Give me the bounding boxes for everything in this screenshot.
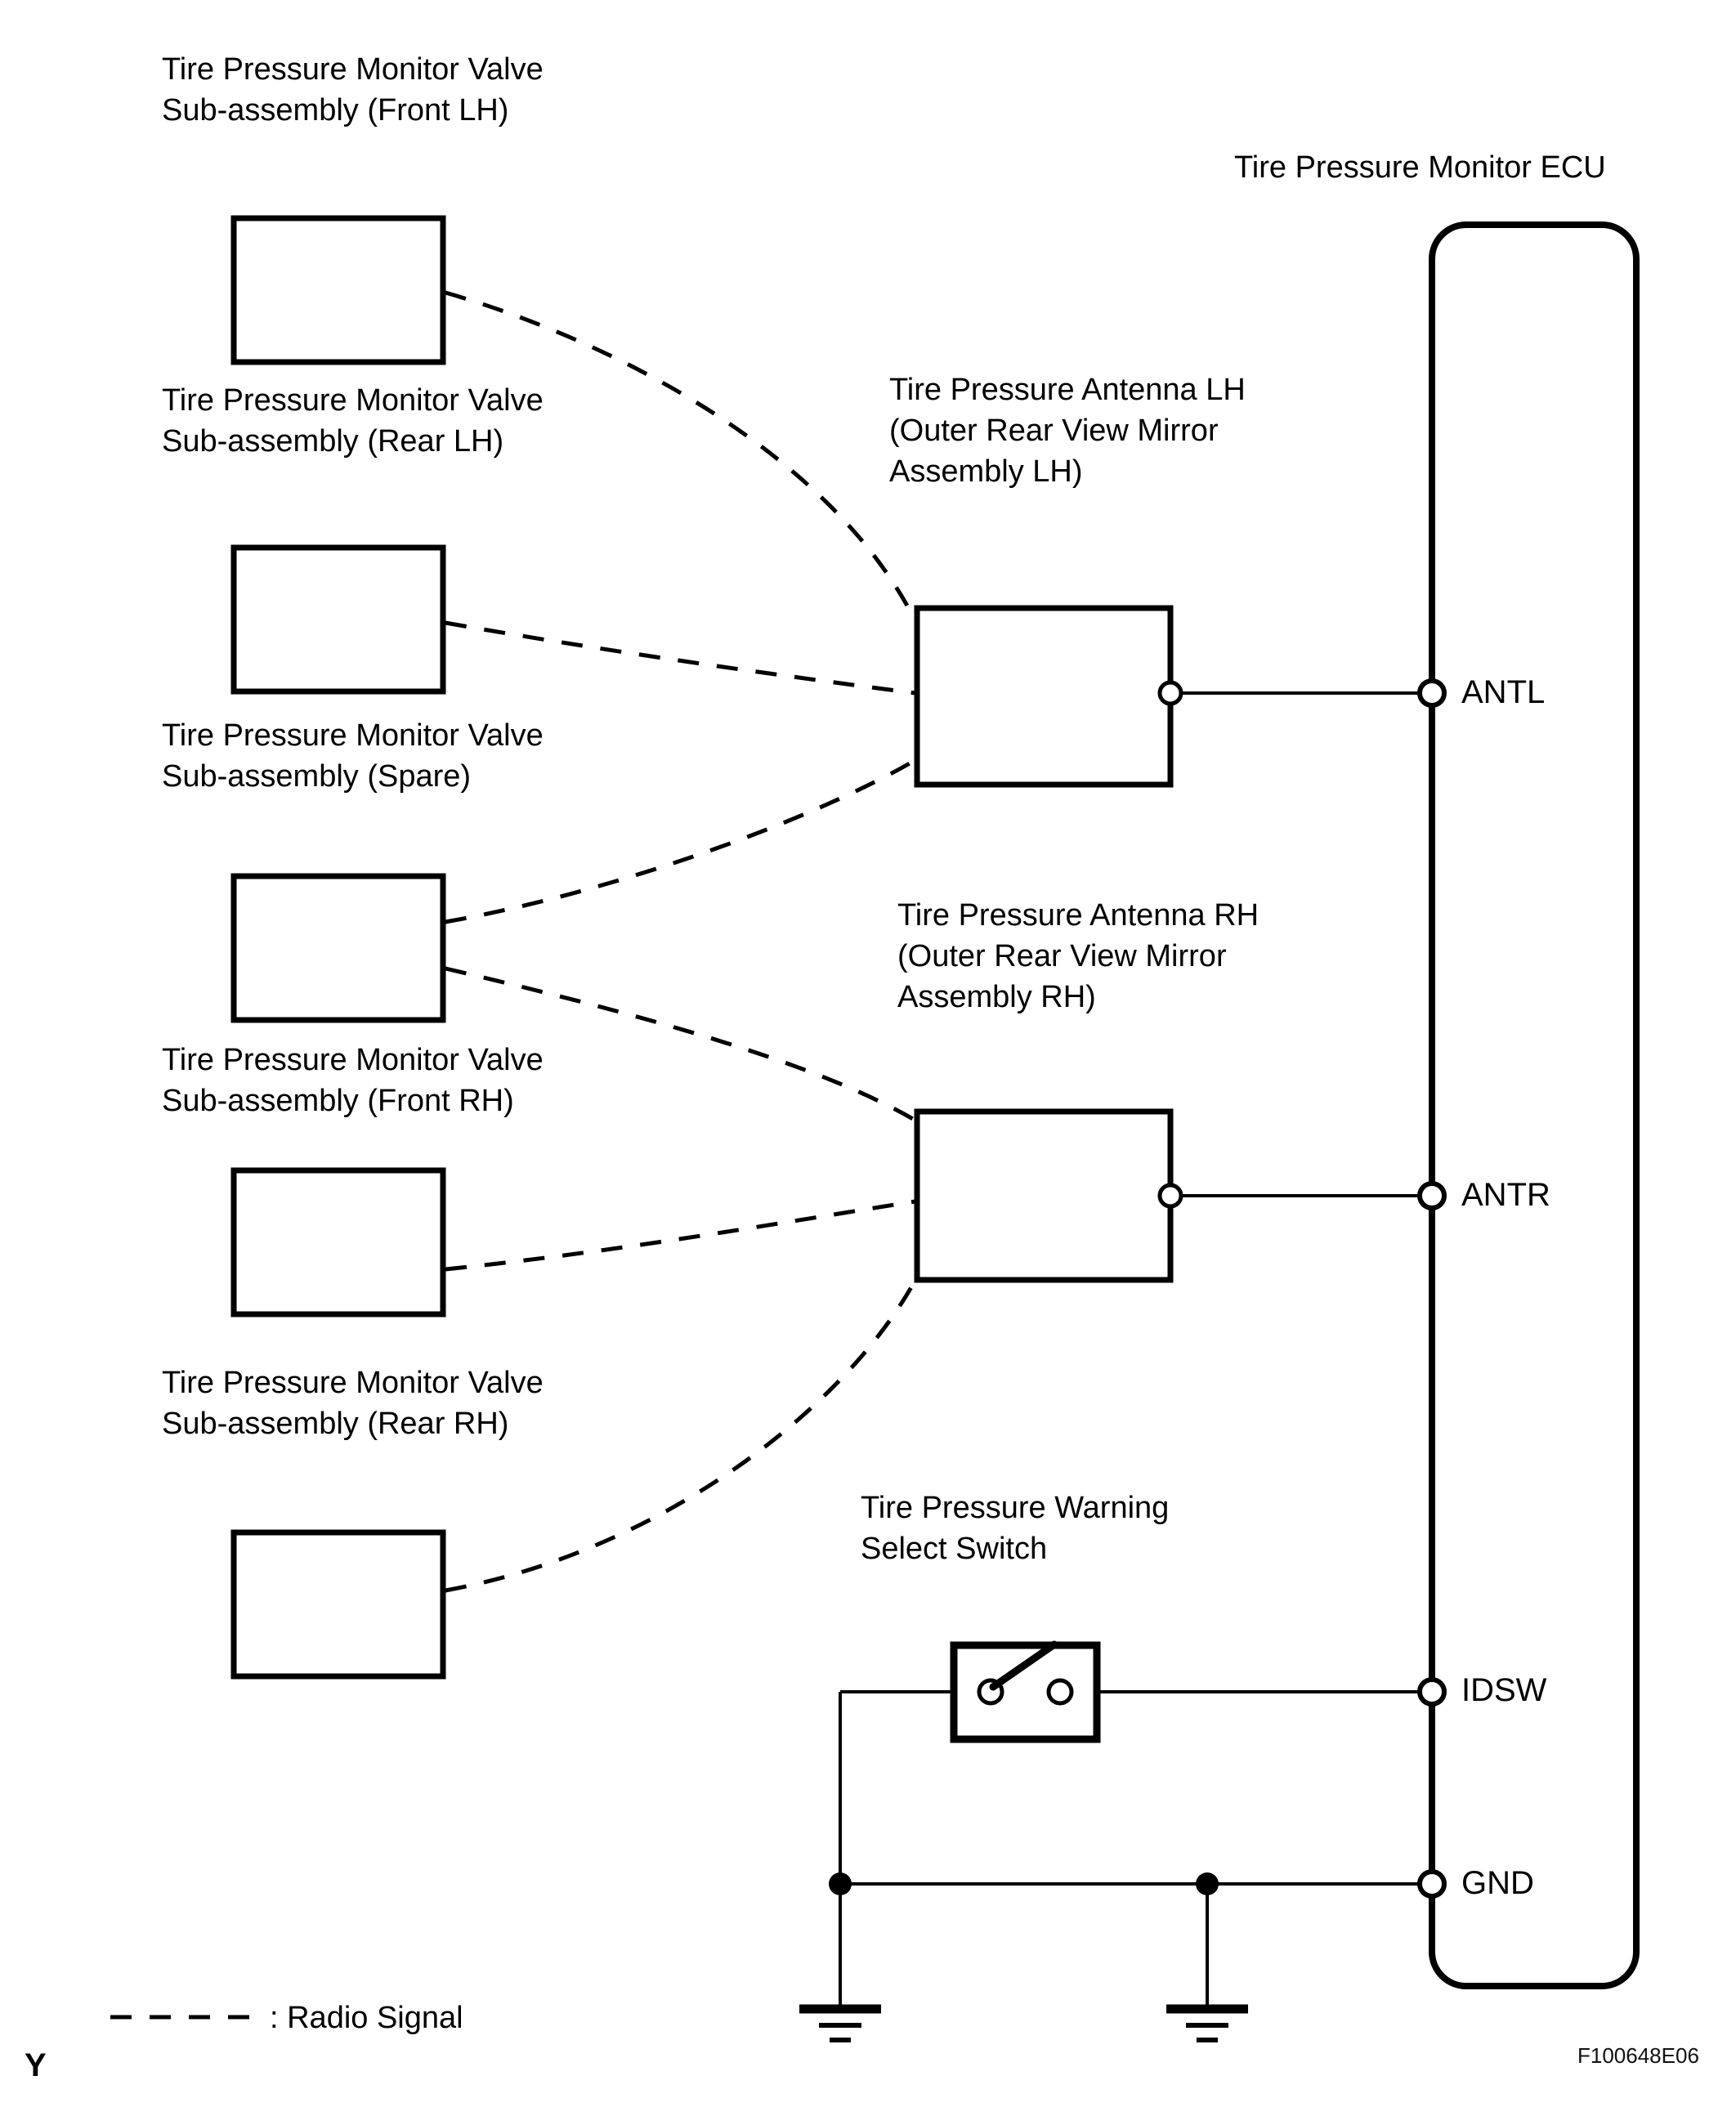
valve-label-rear-lh-line2: Sub-assembly (Rear LH) xyxy=(162,424,504,459)
valve-label-front-lh-line1: Tire Pressure Monitor Valve xyxy=(162,52,544,87)
terminal-label-idsw: IDSW xyxy=(1461,1672,1547,1708)
terminal-label-antl: ANTL xyxy=(1461,674,1546,710)
antenna-label-rh-line3: Assembly RH) xyxy=(897,980,1096,1014)
valve-label-rear-rh-line2: Sub-assembly (Rear RH) xyxy=(162,1407,509,1441)
ecu-terminal-antl[interactable] xyxy=(1417,678,1447,708)
antenna-label-lh: Tire Pressure Antenna LH (Outer Rear View… xyxy=(889,369,1246,492)
radio-signal-front-rh xyxy=(445,1199,916,1272)
terminal-label-gnd: GND xyxy=(1461,1865,1534,1901)
ground-symbol-left xyxy=(799,2004,881,2042)
valve-label-front-rh-line2: Sub-assembly (Front RH) xyxy=(162,1084,514,1118)
page-marker: Y xyxy=(25,2047,47,2083)
connector-antenna-lh xyxy=(1157,680,1183,706)
antenna-label-lh-line3: Assembly LH) xyxy=(889,454,1083,489)
ecu-terminal-idsw[interactable] xyxy=(1417,1677,1447,1707)
radio-signal-rear-rh xyxy=(445,1278,918,1593)
valve-label-front-rh-line1: Tire Pressure Monitor Valve xyxy=(162,1043,544,1077)
antenna-label-lh-line2: (Outer Rear View Mirror xyxy=(889,414,1219,448)
switch-label-line1: Tire Pressure Warning xyxy=(861,1491,1170,1525)
ground-symbol-right xyxy=(1166,2004,1248,2042)
antenna-label-rh: Tire Pressure Antenna RH (Outer Rear View… xyxy=(897,895,1259,1018)
antenna-label-lh-line1: Tire Pressure Antenna LH xyxy=(889,373,1246,407)
legend-label: : Radio Signal xyxy=(270,2001,463,2035)
radio-signal-spare xyxy=(445,758,917,924)
ecu-terminal-antr[interactable] xyxy=(1417,1181,1447,1210)
valve-label-spare-line1: Tire Pressure Monitor Valve xyxy=(162,718,544,753)
ecu-terminal-gnd[interactable] xyxy=(1417,1869,1447,1899)
valve-box-rear-lh xyxy=(230,544,446,695)
radio-signal-front-lh xyxy=(445,290,918,623)
antenna-label-rh-line1: Tire Pressure Antenna RH xyxy=(897,898,1259,933)
valve-label-front-lh-line2: Sub-assembly (Front LH) xyxy=(162,93,509,128)
antenna-box-lh xyxy=(914,605,1174,788)
switch-contact-right xyxy=(1046,1678,1074,1706)
antenna-label-rh-line2: (Outer Rear View Mirror xyxy=(897,939,1227,973)
switch-label-line2: Select Switch xyxy=(861,1532,1048,1566)
valve-label-rear-lh-line1: Tire Pressure Monitor Valve xyxy=(162,383,544,418)
valve-label-spare-line2: Sub-assembly (Spare) xyxy=(162,759,472,794)
valve-box-spare xyxy=(230,873,446,1023)
radio-signal-rear-lh xyxy=(445,620,916,696)
ecu-enclosure xyxy=(1429,221,1640,1989)
connector-antenna-rh xyxy=(1157,1183,1183,1209)
valve-box-front-lh xyxy=(230,215,446,365)
terminal-label-antr: ANTR xyxy=(1461,1177,1550,1213)
switch-lever xyxy=(989,1640,1058,1691)
antenna-box-rh xyxy=(914,1108,1174,1283)
switch-box[interactable] xyxy=(950,1641,1101,1743)
valve-box-rear-rh xyxy=(230,1529,446,1680)
figure-code: F100648E06 xyxy=(1577,2043,1699,2068)
radio-signal-spare-rh xyxy=(445,966,919,1124)
ecu-title: Tire Pressure Monitor ECU xyxy=(1234,150,1606,185)
valve-label-rear-rh-line1: Tire Pressure Monitor Valve xyxy=(162,1366,544,1400)
valve-box-front-rh xyxy=(230,1167,446,1318)
